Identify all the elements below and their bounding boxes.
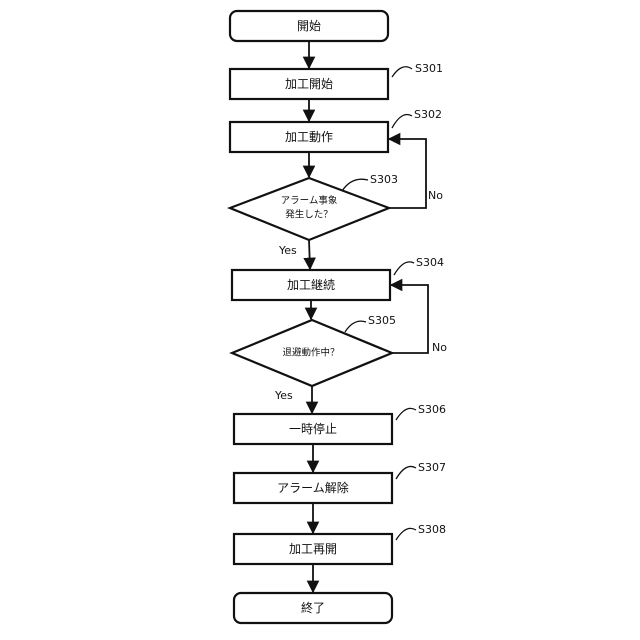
step-label-s302: S302 [414, 108, 442, 121]
branch-label-s305-no: No [432, 341, 447, 354]
decision-s305-label: 退避動作中？ [282, 347, 339, 359]
start-node: 開始 [230, 11, 388, 41]
step-leader-s301 [392, 67, 412, 77]
step-leader-s303 [342, 179, 368, 191]
step-leader-s305 [345, 321, 366, 332]
process-s304: 加工継続 S304 [232, 256, 444, 300]
step-label-s304: S304 [416, 256, 444, 269]
process-s308-label: 加工再開 [289, 542, 337, 556]
process-s304-label: 加工継続 [287, 277, 335, 292]
process-s307: アラーム解除 S307 [234, 461, 446, 503]
step-label-s301: S301 [415, 62, 443, 75]
branch-label-s303-no: No [428, 189, 443, 202]
start-label: 開始 [297, 19, 321, 33]
process-s302-label: 加工動作 [285, 130, 333, 144]
decision-s305: 退避動作中？ S305 [232, 314, 396, 386]
end-label: 終了 [301, 600, 325, 615]
process-s306: 一時停止 S306 [234, 403, 446, 444]
step-label-s308: S308 [418, 523, 446, 536]
step-label-s305: S305 [368, 314, 396, 327]
branch-label-s303-yes: Yes [278, 244, 297, 257]
process-s301: 加工開始 S301 [230, 62, 443, 99]
step-leader-s304 [394, 262, 414, 275]
process-s308: 加工再開 S308 [234, 523, 446, 564]
branch-label-s305-yes: Yes [274, 389, 293, 402]
arrow-s305-no-loop [391, 285, 428, 353]
arrow-s303-yes-to-s304 [309, 240, 310, 269]
step-label-s303: S303 [370, 173, 398, 186]
process-s302: 加工動作 S302 [230, 108, 442, 152]
process-s301-label: 加工開始 [285, 77, 333, 91]
step-leader-s308 [396, 528, 416, 540]
end-node: 終了 [234, 593, 392, 623]
decision-s303: アラーム事象 発生した？ S303 [230, 173, 398, 240]
decision-s303-label-line1: アラーム事象 [281, 195, 338, 207]
process-s307-label: アラーム解除 [277, 480, 349, 495]
decision-s303-label-line2: 発生した？ [285, 209, 333, 221]
process-s306-label: 一時停止 [289, 421, 337, 436]
step-label-s307: S307 [418, 461, 446, 474]
step-leader-s302 [392, 115, 412, 129]
step-leader-s307 [396, 466, 416, 479]
step-leader-s306 [396, 408, 416, 420]
step-label-s306: S306 [418, 403, 446, 416]
